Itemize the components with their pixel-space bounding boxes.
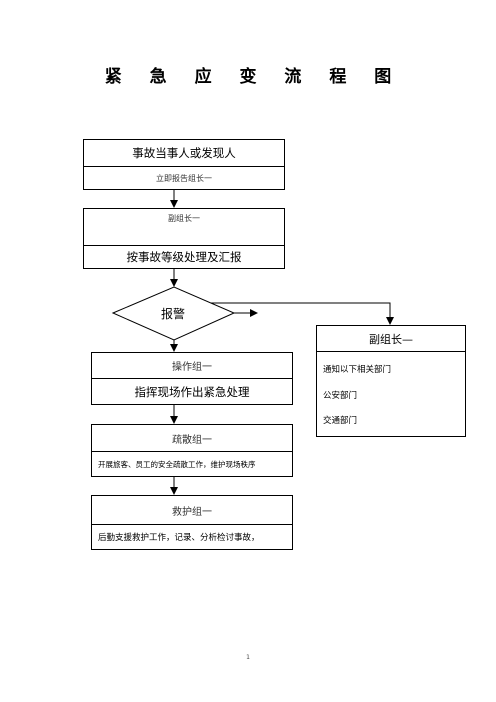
evacuation-group-box: 疏散组一 开展旅客、员工的安全疏散工作，维护现场秩序 bbox=[91, 424, 293, 477]
operation-group-box: 操作组一 指挥现场作出紧急处理 bbox=[91, 352, 293, 405]
notify-item: 交通部门 bbox=[323, 416, 358, 426]
notify-departments-box: 副组长— 通知以下相关部门 公安部门 交通部门 bbox=[316, 325, 466, 437]
alarm-decision-diamond bbox=[111, 286, 236, 341]
deputy-leader-blank bbox=[84, 227, 284, 246]
deputy-leader-box: 副组长一 按事故等级处理及汇报 bbox=[83, 208, 285, 269]
operation-group-title: 操作组一 bbox=[92, 353, 292, 379]
notify-item: 公安部门 bbox=[323, 391, 358, 401]
rescue-group-box: 救护组一 后勤支援救护工作，记录、分析检讨事故， bbox=[91, 495, 293, 550]
reporter-title: 事故当事人或发现人 bbox=[84, 140, 284, 167]
rescue-group-task: 后勤支援救护工作，记录、分析检讨事故， bbox=[98, 533, 260, 543]
notify-item: 通知以下相关部门 bbox=[323, 365, 392, 375]
alarm-label: 报警 bbox=[160, 307, 185, 321]
deputy-leader-action: 按事故等级处理及汇报 bbox=[126, 250, 242, 264]
page-number: 1 bbox=[246, 654, 250, 661]
reporter-subtitle: 立即报告组长一 bbox=[156, 173, 212, 183]
page-title: 紧 急 应 变 流 程 图 bbox=[104, 67, 403, 87]
reporter-box: 事故当事人或发现人 立即报告组长一 bbox=[83, 139, 285, 190]
evacuation-group-task: 开展旅客、员工的安全疏散工作，维护现场秩序 bbox=[98, 459, 256, 469]
notify-title: 副组长— bbox=[317, 326, 465, 352]
deputy-leader-label: 副组长一 bbox=[168, 213, 200, 223]
operation-group-task: 指挥现场作出紧急处理 bbox=[134, 384, 250, 399]
rescue-group-title: 救护组一 bbox=[92, 496, 292, 525]
arrow-top-to-side bbox=[174, 302, 394, 325]
evacuation-group-title: 疏散组一 bbox=[92, 425, 292, 452]
